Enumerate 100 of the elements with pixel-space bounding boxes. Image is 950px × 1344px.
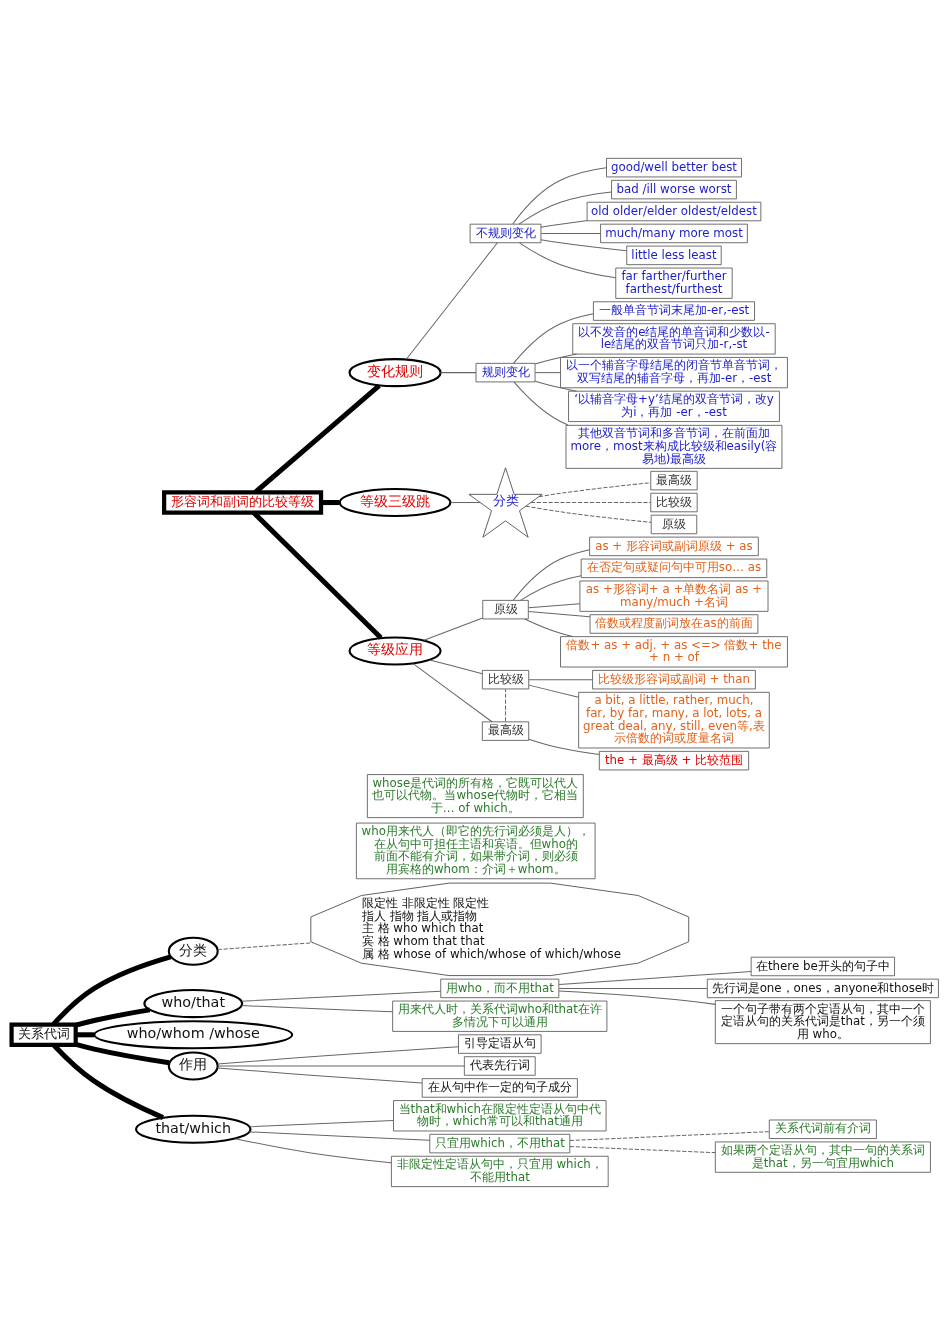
connector	[75, 1006, 151, 1028]
connector	[534, 353, 578, 364]
connector	[528, 738, 600, 755]
node-box: 当that和which在限定性定语从句中代物时，which常可以和that通用	[393, 1099, 607, 1131]
connector	[518, 190, 612, 225]
node-box: good/well better best	[606, 157, 742, 177]
connector	[540, 232, 601, 234]
node-ellipse: 等级应用	[348, 635, 442, 666]
node-box: 如果两个定语从句，其中一句的关系词是that，另一句宜用which	[714, 1141, 931, 1173]
node-box: 以一个辅音字母结尾的闭音节单音节词，双写结尾的辅音字母，再加-er，-est	[560, 356, 788, 388]
connector	[217, 1066, 423, 1083]
node-ellipse: 分类	[167, 936, 219, 966]
node-box: 倍数或程度副词放在as的前面	[589, 613, 759, 634]
connector	[423, 617, 484, 641]
node-box: 规则变化	[475, 362, 536, 382]
connector	[321, 499, 340, 505]
node-box: 原级	[482, 599, 529, 619]
connector	[513, 381, 569, 426]
node-box: 倍数+ as + adj. + as <=> 倍数+ the + n + of	[560, 635, 788, 667]
connector	[405, 241, 498, 360]
node-box: 用who，而不用that	[440, 978, 560, 998]
node-box: as +形容词+ a +单数名词 as + many/much +名词	[579, 580, 769, 612]
node-ellipse: who/that	[143, 988, 244, 1018]
connector	[569, 1130, 770, 1141]
connector	[512, 548, 590, 601]
node-box: 形容词和副词的比较等级	[162, 489, 324, 515]
connector	[525, 505, 652, 523]
node-box: 比较级	[481, 669, 530, 689]
node-box: 其他双音节词和多音节词，在前面加more，most来构成比较级和easily(容易地)最高级	[565, 424, 783, 469]
connector	[538, 481, 652, 497]
node-ellipse: 等级三级跳	[338, 487, 452, 517]
node-ellipse: 变化规则	[348, 357, 442, 387]
node-box: the + 最高级 + 比较范围	[598, 750, 750, 770]
connector	[249, 1119, 394, 1127]
connector	[513, 312, 594, 364]
node-box: 关系代词前有介词	[768, 1119, 877, 1139]
node-box: bad /ill worse worst	[611, 179, 737, 199]
connector	[241, 990, 442, 1002]
connector	[429, 658, 483, 674]
node-box: as + 形容词或副词原级 + as	[589, 536, 759, 556]
connector	[75, 1031, 95, 1037]
connector	[540, 238, 627, 251]
connector	[234, 1137, 392, 1163]
node-box: 最高级	[650, 470, 698, 490]
node-box: whose是代词的所有格，它既可以代人也可以代物。当whose代物时，它相当于… of which。	[366, 773, 584, 818]
connector	[528, 602, 581, 608]
node-box: 用来代人时，关系代词who和that在许多情况下可以通用	[392, 1000, 608, 1032]
connector	[528, 684, 579, 698]
connector	[249, 1130, 431, 1141]
node-box: who用来代人（即它的先行词必须是人），在从句中可担任主语和宾语。但who的前面不能有介词，如果带介词，则必须用宾格的whom：介词＋whom。	[355, 822, 596, 879]
node-box: 原级	[650, 514, 698, 534]
connector	[519, 241, 617, 278]
connector	[569, 1145, 716, 1153]
node-box: 只宜用which，不用that	[429, 1133, 571, 1153]
connector	[524, 618, 574, 637]
connector	[530, 501, 652, 503]
connector	[528, 678, 593, 680]
node-box: 先行词是one，ones，anyone和those时	[706, 978, 939, 998]
node-box: 在从句中作一定的句子成分	[421, 1077, 578, 1098]
node-box: ‘以辅音字母+y’结尾的双音节词，改y为i，再加 -er，-est	[568, 390, 780, 422]
connector	[439, 371, 477, 373]
node-box: 以不发音的e结尾的单音词和少数以- le结尾的双音节词只加-r,-st	[572, 322, 776, 354]
node-box: 引导定语从句	[458, 1033, 542, 1054]
connector	[534, 371, 561, 373]
connector	[252, 510, 383, 640]
connector	[505, 688, 507, 722]
connector	[558, 970, 752, 985]
connector	[217, 941, 314, 950]
node-box: a bit, a little, rather, much, far, by far, many, a lot, lots, a great deal, any, still, even等,表示倍数的词或度量名词	[578, 691, 770, 748]
node-box: far farther/further farthest/furthest	[615, 267, 733, 299]
node-box: 关系代词	[9, 1022, 78, 1047]
connector	[534, 380, 578, 392]
connector	[217, 1045, 459, 1065]
node-box: 不规则变化	[469, 223, 542, 243]
connector	[558, 987, 708, 989]
node-box: 非限定性定语从句中，只宜用 which，不能用that	[390, 1155, 609, 1187]
node-box: 在否定句或疑问句中可用so… as	[580, 558, 768, 578]
connector	[512, 166, 607, 225]
connector	[75, 1041, 170, 1065]
connector	[241, 1004, 394, 1012]
node-box: old older/elder oldest/eldest	[586, 201, 762, 221]
connector	[51, 953, 172, 1026]
node-box: 比较级形容词或副词 + than	[592, 669, 756, 689]
connector	[519, 574, 582, 601]
connector	[558, 989, 716, 1005]
node-ellipse: that/which	[135, 1114, 252, 1144]
node-box: 一般单音节词末尾加-er,-est	[593, 300, 755, 321]
node-ellipse: who/whom /whose	[93, 1019, 294, 1049]
connector	[540, 219, 588, 228]
connector	[528, 610, 591, 617]
connector	[412, 662, 493, 722]
node-box: 比较级	[650, 492, 698, 512]
node-box: 一个句子带有两个定语从句，其中一个定语从句的关系代词是that，另一个须用 who。	[714, 999, 931, 1044]
node-box: little less least	[626, 245, 722, 265]
connector	[253, 383, 381, 494]
node-box: 在there be开头的句子中	[750, 956, 895, 976]
node-box: 最高级	[481, 720, 530, 741]
node-ellipse: 作用	[167, 1050, 219, 1081]
node-box: 代表先行词	[463, 1055, 536, 1076]
node-box: much/many more most	[600, 223, 748, 243]
